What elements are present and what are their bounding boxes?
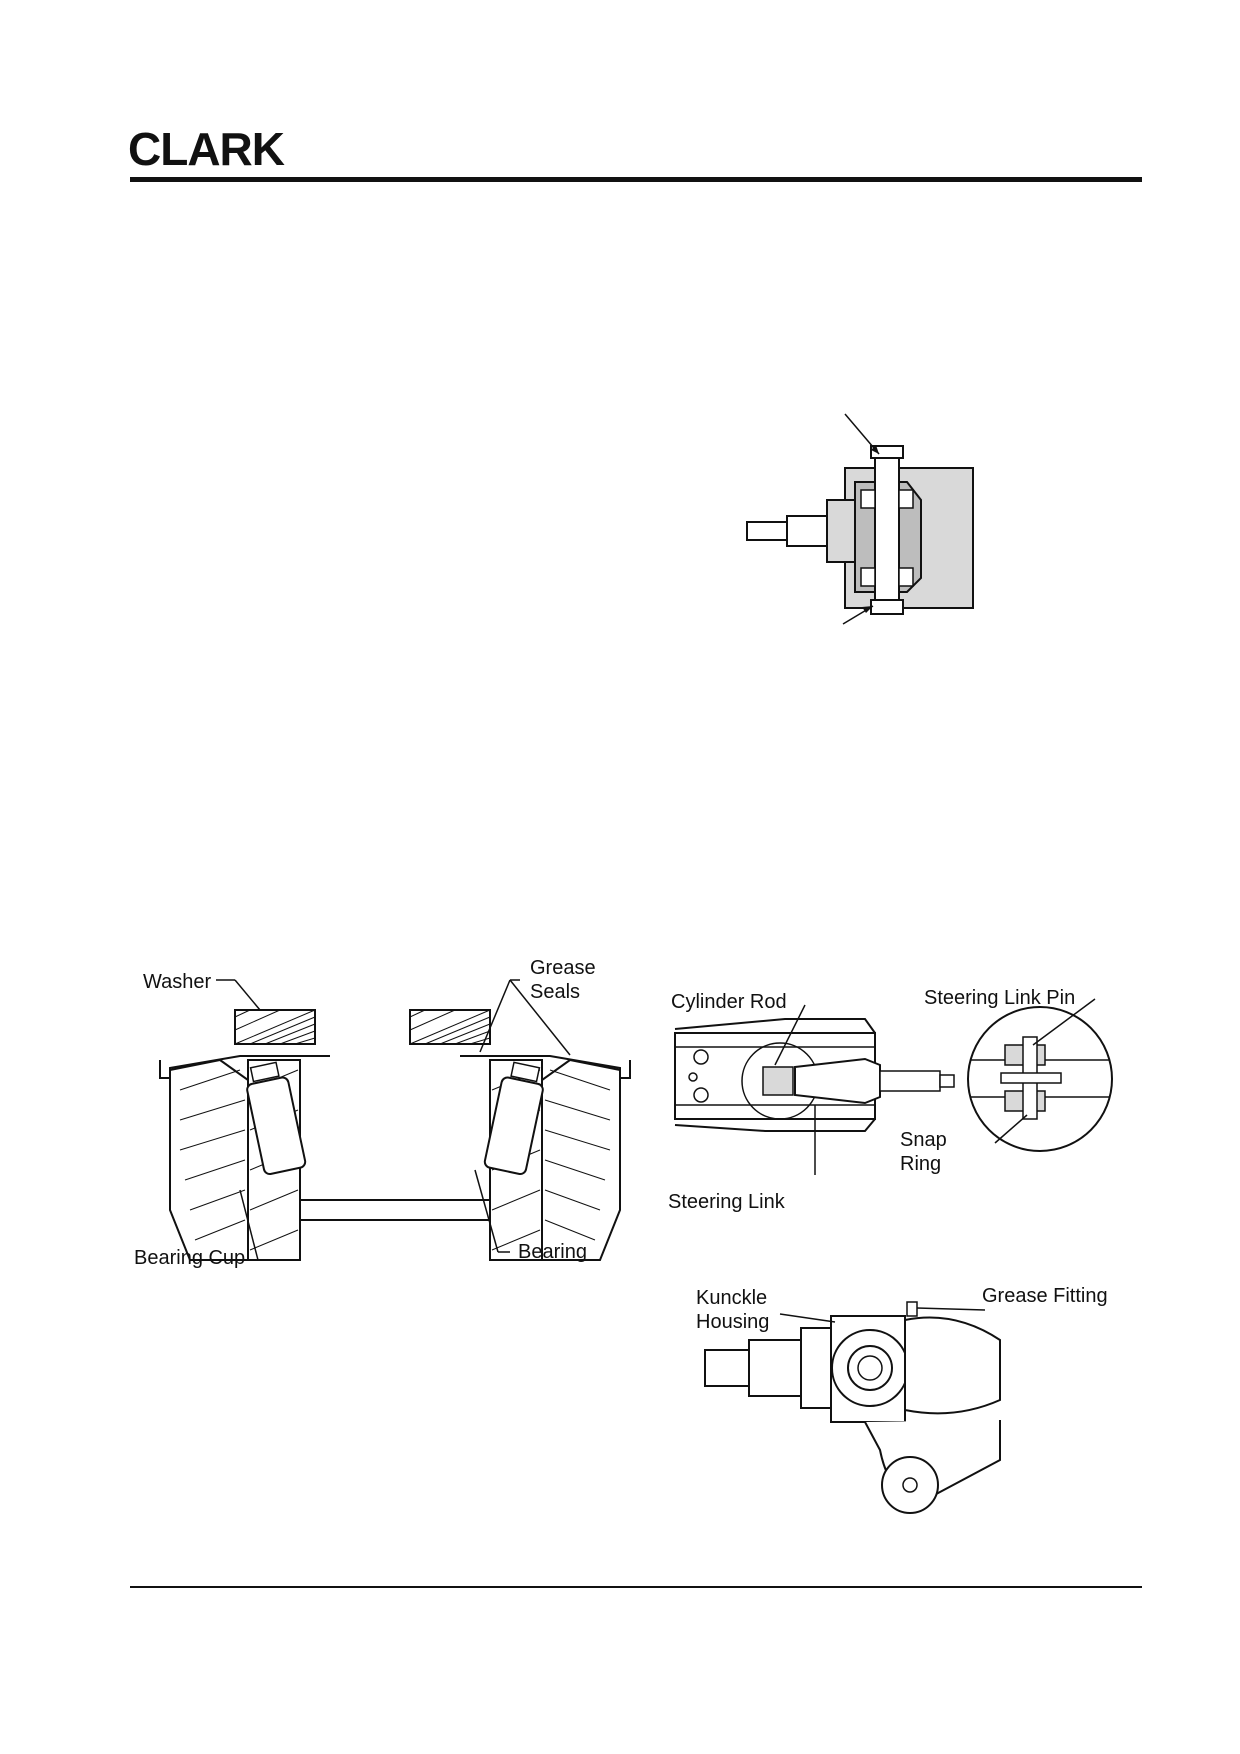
label-steering-link: Steering Link: [668, 1191, 785, 1213]
label-washer: Washer: [143, 971, 212, 993]
label-grease-fitting: Grease Fitting: [982, 1285, 1108, 1307]
label-grease-seals: Grease Seals: [530, 957, 596, 1003]
knuckle-housing-diagram: [695, 1300, 1015, 1550]
kingpin-section-diagram: [735, 410, 985, 630]
bearing-seal-diagram: [130, 960, 660, 1280]
footer-rule: [130, 1586, 1142, 1588]
label-bearing: Bearing: [518, 1241, 587, 1263]
header-rule: [130, 177, 1142, 182]
label-bearing-cup: Bearing Cup: [134, 1247, 246, 1269]
steering-link-diagram: [665, 985, 1125, 1185]
label-cylinder-rod: Cylinder Rod: [671, 991, 787, 1013]
label-snap-ring: Snap Ring: [900, 1129, 947, 1175]
label-knuckle-housing: Kunckle Housing: [696, 1287, 770, 1333]
clark-logo: CLARK: [128, 123, 285, 175]
label-steering-link-pin: Steering Link Pin: [924, 987, 1076, 1009]
